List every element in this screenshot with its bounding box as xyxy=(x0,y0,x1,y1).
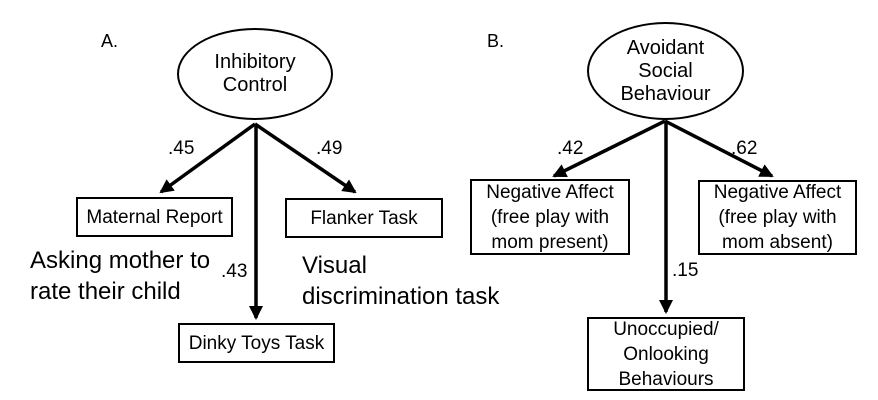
indicator-box-unoccupied-onlooking: Unoccupied/ Onlooking Behaviours xyxy=(587,317,745,391)
loading-b-right: .62 xyxy=(731,138,758,159)
latent-ellipse-inhibitory-control: Inhibitory Control xyxy=(177,28,333,120)
loading-a-left: .45 xyxy=(168,138,195,159)
indicator-label-negative-affect-mom-present: Negative Affect (free play with mom pres… xyxy=(486,181,614,253)
loading-b-left: .42 xyxy=(557,138,584,159)
latent-label-inhibitory-control: Inhibitory Control xyxy=(214,51,296,96)
annotation-maternal-report: Asking mother to rate their child xyxy=(30,247,211,305)
loading-a-right: .49 xyxy=(316,138,343,159)
indicator-box-negative-affect-mom-present: Negative Affect (free play with mom pres… xyxy=(470,179,630,255)
annotation-flanker-task: Visual discrimination task xyxy=(302,252,500,310)
indicator-label-dinky-toys-task: Dinky Toys Task xyxy=(188,332,325,354)
indicator-box-negative-affect-mom-absent: Negative Affect (free play with mom abse… xyxy=(698,180,857,255)
panel-b-label: B. xyxy=(487,31,505,51)
loading-b-middle: .15 xyxy=(672,260,699,281)
arrow-b-right xyxy=(664,119,774,178)
arrow-b-left xyxy=(552,119,666,178)
indicator-label-unoccupied-onlooking: Unoccupied/ Onlooking Behaviours xyxy=(613,318,719,390)
indicator-box-flanker-task: Flanker Task xyxy=(285,198,443,238)
indicator-label-flanker-task: Flanker Task xyxy=(310,207,418,229)
latent-ellipse-avoidant-social-behaviour: Avoidant Social Behaviour xyxy=(587,22,744,120)
indicator-box-maternal-report: Maternal Report xyxy=(76,197,233,237)
indicator-label-maternal-report: Maternal Report xyxy=(86,206,223,228)
indicator-label-negative-affect-mom-absent: Negative Affect (free play with mom abse… xyxy=(713,182,842,253)
indicator-box-dinky-toys-task: Dinky Toys Task xyxy=(178,323,335,363)
arrow-a-left xyxy=(159,122,257,194)
loading-a-middle: .43 xyxy=(221,261,248,282)
arrow-a-right xyxy=(254,122,357,194)
latent-label-avoidant-social-behaviour: Avoidant Social Behaviour xyxy=(620,36,711,105)
panel-a-label: A. xyxy=(101,31,119,51)
